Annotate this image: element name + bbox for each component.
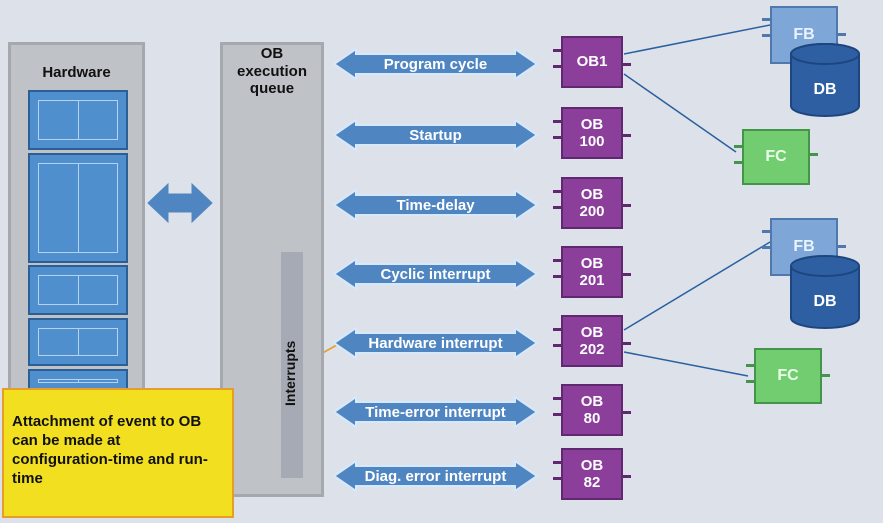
ob-4-pin-1 <box>553 259 561 262</box>
ob-label-2: OB 100 <box>579 115 605 150</box>
hardware-module-3 <box>28 265 128 315</box>
fc-top-block: FC <box>742 129 810 185</box>
fb-bottom-pin-left-1 <box>762 230 770 233</box>
queue-title-line-2: execution <box>236 62 308 80</box>
ob-5-pin-1 <box>553 328 561 331</box>
ob-label-5: OB 202 <box>579 323 605 358</box>
ob-label-4: OB 201 <box>579 254 605 289</box>
event-arrow-4 <box>332 257 539 291</box>
ob-6-pin-3 <box>623 411 631 414</box>
ob-7-pin-3 <box>623 475 631 478</box>
event-label-1: Program cycle <box>384 56 487 73</box>
ob-7-pin-2 <box>553 477 561 480</box>
event-label-3: Time-delay <box>396 197 475 214</box>
event-arrow-3 <box>332 188 539 222</box>
fb-top-pin-right <box>838 33 846 36</box>
event-arrow-1 <box>332 47 539 81</box>
hardware-title: Hardware <box>42 64 111 81</box>
ob-label-3: OB 200 <box>579 185 605 220</box>
fb-bottom-pin-right <box>838 245 846 248</box>
fb-bottom-pin-left-2 <box>762 246 770 249</box>
ob-6-pin-2 <box>553 413 561 416</box>
ob-block-7: OB 82 <box>561 448 623 500</box>
event-label-7: Diag. error interrupt <box>365 468 507 485</box>
ob-7-pin-1 <box>553 461 561 464</box>
ob-1-pin-3 <box>623 63 631 66</box>
configuration-note: Attachment of event to OB can be made at… <box>2 388 234 518</box>
ob-label-7: OB 82 <box>580 456 604 491</box>
fc-bottom-pin-right <box>822 374 830 377</box>
ob-2-pin-2 <box>553 136 561 139</box>
ob-3-pin-3 <box>623 204 631 207</box>
ob-4-pin-3 <box>623 273 631 276</box>
queue-title-line-1: OB <box>260 45 284 62</box>
ob-label-1: OB1 <box>576 53 608 71</box>
ob-1-pin-2 <box>553 65 561 68</box>
fc-bottom-pin-left-2 <box>746 380 754 383</box>
ob-label-6: OB 80 <box>580 392 604 427</box>
hardware-module-1 <box>28 90 128 150</box>
event-arrow-7 <box>332 459 539 493</box>
fc-top-pin-right <box>810 153 818 156</box>
ob-block-5: OB 202 <box>561 315 623 367</box>
ob-2-pin-3 <box>623 134 631 137</box>
db-top-cylinder: DB <box>790 43 860 117</box>
event-arrow-6 <box>332 395 539 429</box>
event-label-6: Time-error interrupt <box>365 404 506 421</box>
fb-top-pin-left-1 <box>762 18 770 21</box>
ob-3-pin-1 <box>553 190 561 193</box>
ob-block-4: OB 201 <box>561 246 623 298</box>
ob-3-pin-2 <box>553 206 561 209</box>
db-bottom-label: DB <box>813 293 836 310</box>
db-bottom-cylinder: DB <box>790 255 860 329</box>
fc-top-pin-left-2 <box>734 161 742 164</box>
ob-block-3: OB 200 <box>561 177 623 229</box>
ob-4-pin-2 <box>553 275 561 278</box>
queue-title-line-3: queue <box>249 80 295 98</box>
fc-bottom-block: FC <box>754 348 822 404</box>
ob-execution-queue-panel: OB execution queue <box>220 42 324 497</box>
event-label-2: Startup <box>409 127 462 144</box>
interrupt-queue-bar <box>281 252 303 478</box>
hardware-module-2 <box>28 153 128 263</box>
event-label-5: Hardware interrupt <box>368 335 502 352</box>
db-top-label: DB <box>813 81 836 98</box>
ob-block-6: OB 80 <box>561 384 623 436</box>
fc-bottom-pin-left-1 <box>746 364 754 367</box>
hardware-module-4 <box>28 318 128 366</box>
event-arrow-2 <box>332 118 539 152</box>
ob-5-pin-3 <box>623 342 631 345</box>
ob-block-1: OB1 <box>561 36 623 88</box>
ob-2-pin-1 <box>553 120 561 123</box>
queue-title: OB execution queue <box>223 45 321 98</box>
ob-5-pin-2 <box>553 344 561 347</box>
fc-top-pin-left-1 <box>734 145 742 148</box>
ob-1-pin-1 <box>553 49 561 52</box>
event-arrow-5 <box>332 326 539 360</box>
fb-top-pin-left-2 <box>762 34 770 37</box>
ob-block-2: OB 100 <box>561 107 623 159</box>
event-label-4: Cyclic interrupt <box>380 266 490 283</box>
ob-6-pin-1 <box>553 397 561 400</box>
